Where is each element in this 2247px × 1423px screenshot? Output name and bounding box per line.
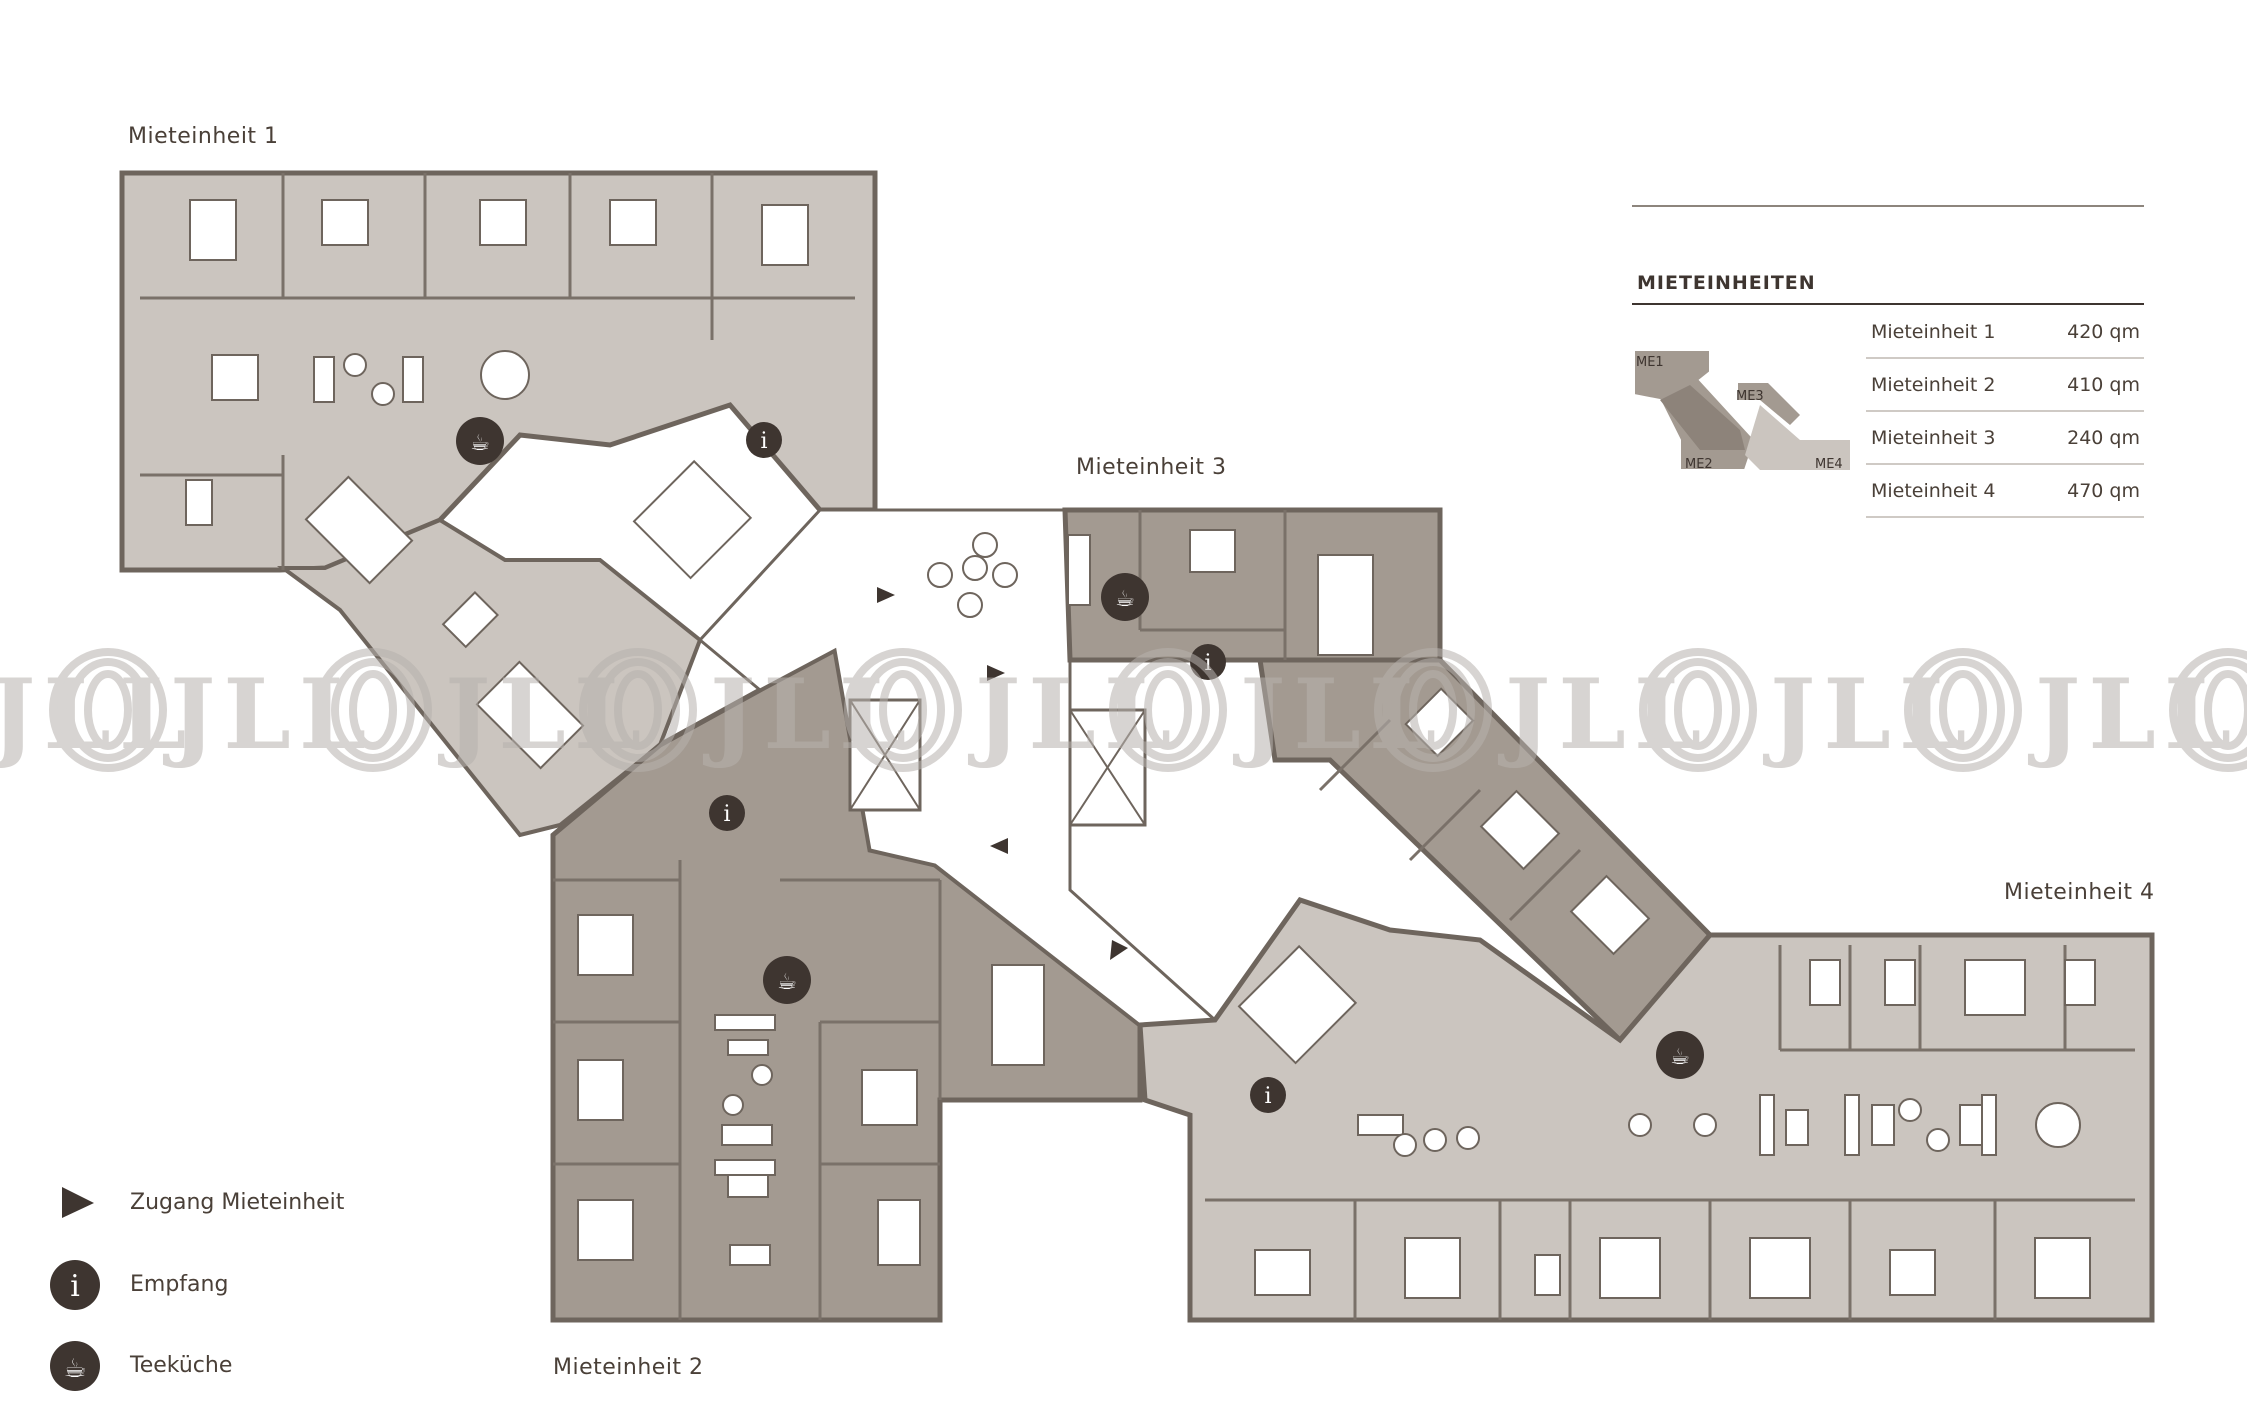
keyplan-me1: ME1	[1636, 355, 1664, 370]
info-icon: i	[746, 422, 782, 458]
svg-text:i: i	[1264, 1084, 1271, 1109]
kitchen-icons: ☕ ☕ ☕ ☕	[456, 417, 1704, 1079]
row-unit-area: 470 qm	[2067, 480, 2140, 502]
row-unit-area: 410 qm	[2067, 374, 2140, 396]
row-unit-area: 240 qm	[2067, 427, 2140, 449]
unit-1-area	[119, 170, 878, 838]
row-unit-name: Mieteinheit 2	[1871, 374, 1996, 396]
cup-icon: ☕	[1101, 573, 1149, 621]
keyplan-me2: ME2	[1685, 457, 1713, 472]
table-row: Mieteinheit 4 470 qm	[1866, 464, 2144, 518]
unit-4-area	[1137, 897, 2155, 1323]
keyplan-me4: ME4	[1815, 457, 1843, 472]
unit-1-label: Mieteinheit 1	[128, 124, 279, 149]
legend-icons: i ☕	[50, 1187, 100, 1391]
table-header-rule	[1632, 303, 2144, 305]
svg-text:i: i	[723, 802, 730, 827]
legend-kitchen-label: Teeküche	[130, 1353, 233, 1378]
row-unit-area: 420 qm	[2067, 321, 2140, 343]
access-markers	[877, 587, 1128, 960]
row-unit-name: Mieteinheit 4	[1871, 480, 1996, 502]
table-row: Mieteinheit 1 420 qm	[1866, 305, 2144, 359]
unit-4-label: Mieteinheit 4	[2004, 880, 2155, 905]
table-top-rule	[1632, 205, 2144, 207]
unit-2-label: Mieteinheit 2	[553, 1355, 704, 1380]
legend-access-label: Zugang Mieteinheit	[130, 1190, 345, 1215]
info-icon: i	[1190, 644, 1226, 680]
svg-text:☕: ☕	[777, 970, 797, 995]
legend-reception-label: Empfang	[130, 1272, 229, 1297]
keyplan-me3: ME3	[1736, 389, 1764, 404]
info-icon: i	[1250, 1077, 1286, 1113]
cup-icon: ☕	[456, 417, 504, 465]
reception-icons: i i i i	[709, 422, 1286, 1113]
info-icon: i	[709, 795, 745, 831]
key-plan: ME1 ME3 ME2 ME4	[1633, 349, 1850, 472]
svg-text:☕: ☕	[1115, 587, 1135, 612]
row-unit-name: Mieteinheit 3	[1871, 427, 1996, 449]
unit-3-label: Mieteinheit 3	[1076, 455, 1227, 480]
cup-icon: ☕	[763, 956, 811, 1004]
table-title: MIETEINHEITEN	[1637, 272, 1816, 294]
svg-text:☕: ☕	[1670, 1045, 1690, 1070]
table-row: Mieteinheit 2 410 qm	[1866, 358, 2144, 412]
svg-text:☕: ☕	[470, 431, 490, 456]
info-icon: i	[50, 1260, 100, 1310]
unit-2-area	[550, 646, 1143, 1323]
access-triangle-icon	[62, 1187, 94, 1218]
row-unit-name: Mieteinheit 1	[1871, 321, 1996, 343]
cup-icon: ☕	[1656, 1031, 1704, 1079]
table-row: Mieteinheit 3 240 qm	[1866, 411, 2144, 465]
svg-text:i: i	[1204, 651, 1211, 676]
svg-text:☕: ☕	[63, 1354, 86, 1384]
cup-icon: ☕	[50, 1341, 100, 1391]
svg-text:i: i	[70, 1269, 80, 1304]
stairs	[632, 459, 1358, 1065]
jll-watermark: JLL JLL JLL JLL JLL JLL JLL JLL JLL	[0, 648, 2247, 772]
svg-text:i: i	[760, 429, 767, 454]
